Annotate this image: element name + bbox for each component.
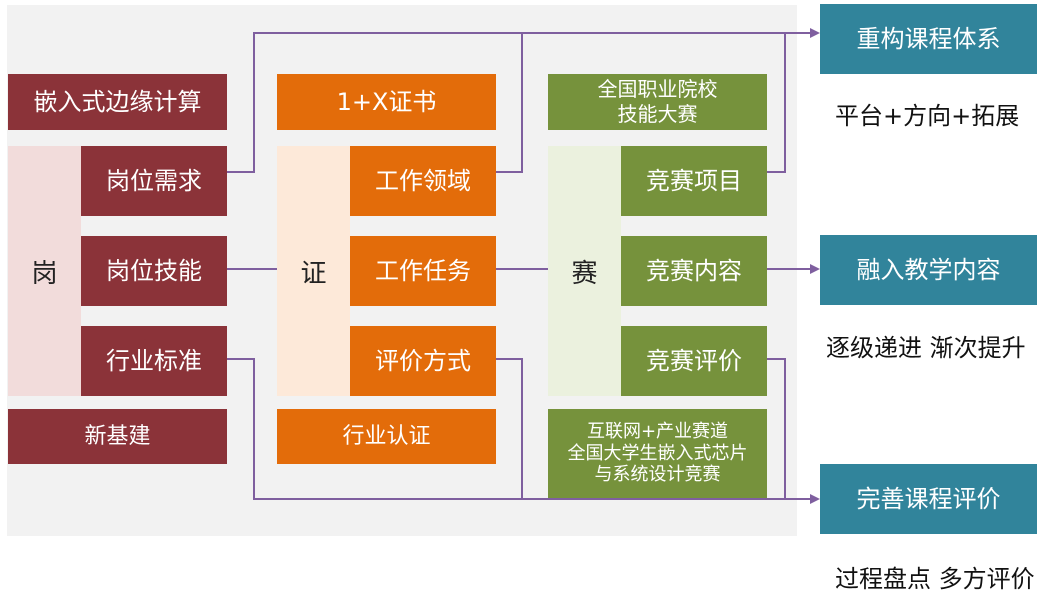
- line-industry-standard-to-improve: [227, 358, 820, 504]
- job-demand-box: 岗位需求: [81, 146, 227, 216]
- vocational-competition-line-2: 技能大赛: [617, 102, 698, 126]
- zheng-group-label: 证: [300, 258, 327, 289]
- zheng-group-bg: [277, 146, 350, 396]
- line-job-demand-to-restructure: [227, 28, 820, 173]
- line-competition-evaluation-to-bottom: [767, 358, 786, 499]
- work-domain-box: 工作领域: [350, 146, 496, 216]
- improve-course-evaluation-caption: 过程盘点 多方评价: [835, 565, 1035, 593]
- internet-competition-line-3: 与系统设计竞赛: [594, 464, 721, 486]
- industry-standard-box: 行业标准: [81, 326, 227, 396]
- 1x-certificate-box: 1+X证书: [277, 74, 496, 130]
- gang-group-label: 岗: [31, 258, 58, 289]
- sai-group-bg: [548, 146, 621, 396]
- line-competition-project-to-top: [767, 33, 786, 173]
- competition-content-box: 竞赛内容: [621, 236, 767, 306]
- new-infrastructure-box: 新基建: [8, 409, 227, 464]
- gang-group-bg: [8, 146, 81, 396]
- vocational-skills-competition-box: 全国职业院校 技能大赛: [548, 74, 767, 130]
- industry-certification-box: 行业认证: [277, 409, 496, 464]
- embedded-edge-computing-box: 嵌入式边缘计算: [8, 74, 227, 130]
- competition-project-box: 竞赛项目: [621, 146, 767, 216]
- restructure-curriculum-box: 重构课程体系: [820, 4, 1037, 74]
- sai-group-label: 赛: [571, 258, 598, 289]
- line-work-domain-to-top: [496, 33, 523, 173]
- internet-plus-competition-box: 互联网+产业赛道 全国大学生嵌入式芯片 与系统设计竞赛: [548, 409, 767, 498]
- restructure-curriculum-caption: 平台+方向+拓展: [835, 102, 1020, 130]
- competition-evaluation-box: 竞赛评价: [621, 326, 767, 396]
- evaluation-method-box: 评价方式: [350, 326, 496, 396]
- job-skill-box: 岗位技能: [81, 236, 227, 306]
- work-task-box: 工作任务: [350, 236, 496, 306]
- integrate-teaching-content-caption: 逐级递进 渐次提升: [826, 334, 1026, 362]
- internet-competition-line-2: 全国大学生嵌入式芯片: [567, 442, 748, 464]
- improve-course-evaluation-box: 完善课程评价: [820, 464, 1037, 534]
- line-evaluation-method-to-bottom: [496, 358, 523, 499]
- integrate-teaching-content-box: 融入教学内容: [820, 235, 1037, 305]
- internet-competition-line-1: 互联网+产业赛道: [586, 420, 729, 442]
- vocational-competition-line-1: 全国职业院校: [597, 77, 718, 101]
